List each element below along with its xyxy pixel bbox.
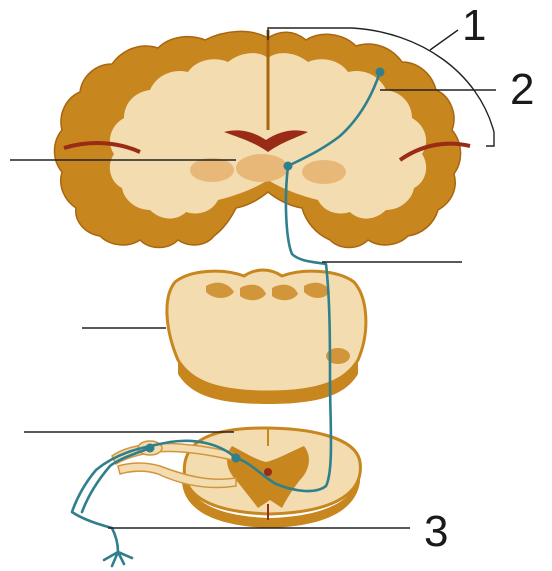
thalamus (236, 154, 288, 182)
leader-line-1 (430, 30, 458, 50)
label-1: 1 (462, 1, 486, 50)
central-canal (264, 468, 272, 476)
cortical-neuron-body (376, 68, 385, 77)
brainstem-body (167, 270, 366, 392)
basal-nucleus-right (302, 160, 346, 184)
basal-nucleus-left (190, 158, 234, 182)
nerve-ending-branches (104, 552, 132, 566)
spinal-neuron-body (232, 454, 241, 463)
ganglion-neuron-body (146, 444, 155, 453)
label-3: 3 (424, 507, 448, 556)
brainstem-section (167, 270, 366, 404)
thalamic-synapse (284, 162, 293, 171)
brain-coronal-section (55, 30, 471, 248)
label-2: 2 (510, 65, 534, 114)
